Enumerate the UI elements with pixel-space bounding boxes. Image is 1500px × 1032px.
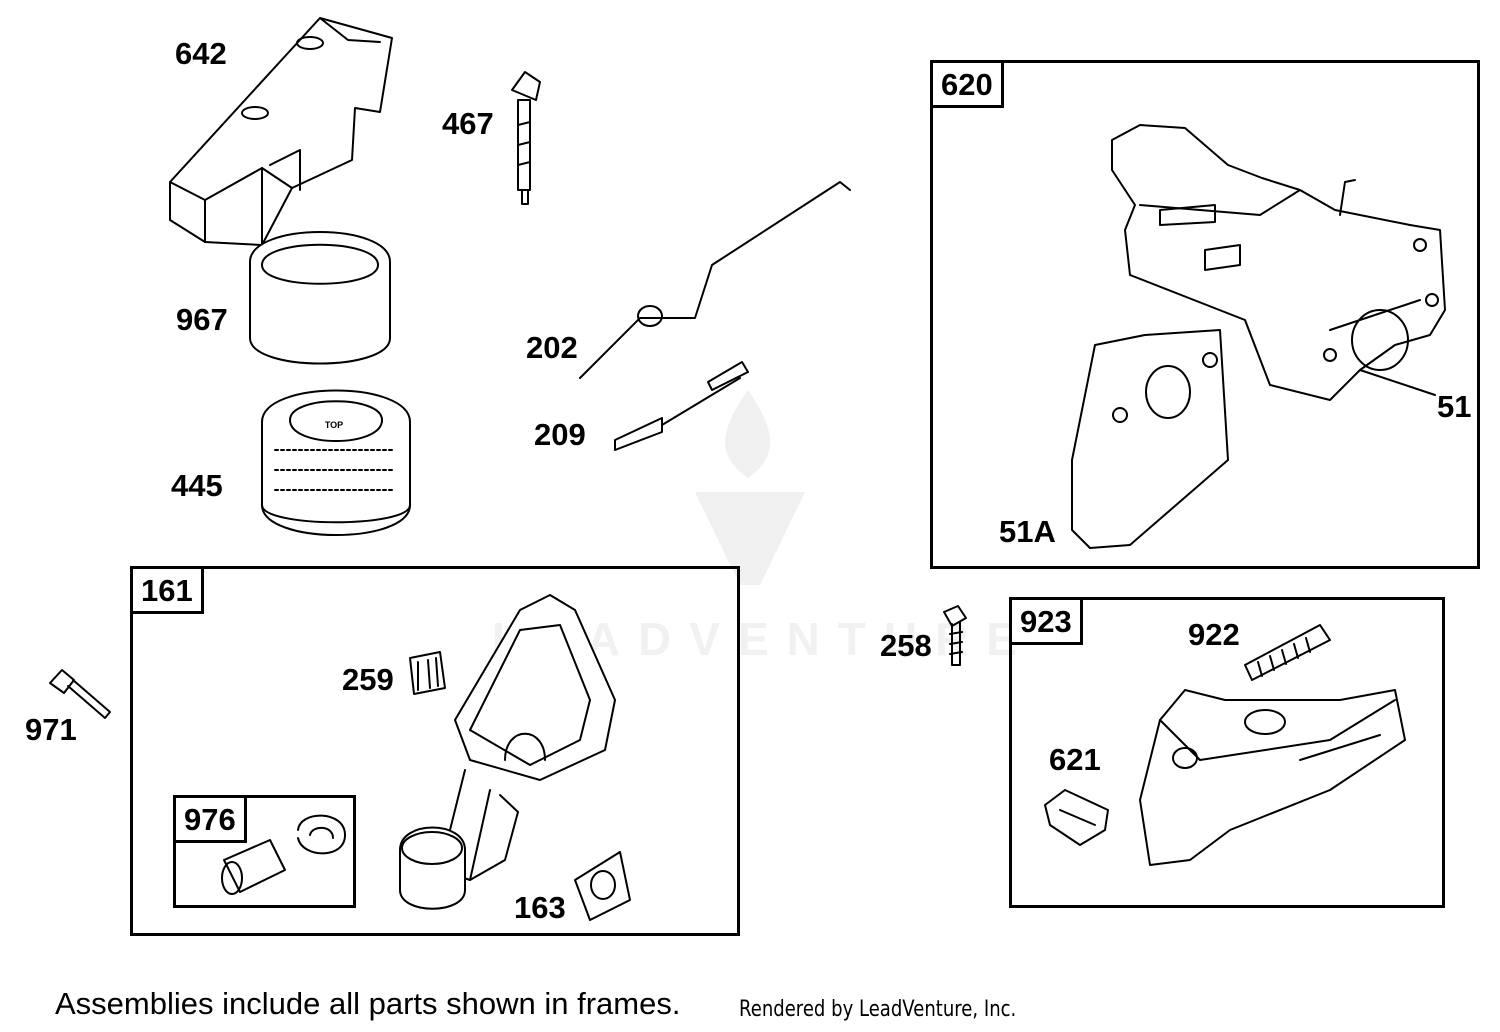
- part-label-209: 209: [534, 417, 586, 452]
- part-label-621: 621: [1049, 742, 1101, 777]
- filter-top-marking: TOP: [325, 420, 343, 430]
- frame-620-tag: 620: [930, 60, 1004, 108]
- governor-link-drawing: [579, 181, 851, 379]
- frame-161-tag: 161: [130, 566, 204, 614]
- clip-621-drawing: [1044, 789, 1109, 846]
- primer-bulb-drawing: [221, 814, 346, 895]
- part-label-258: 258: [880, 628, 932, 663]
- part-label-971: 971: [25, 712, 77, 747]
- governor-spring-drawing: [614, 361, 749, 451]
- part-label-642: 642: [175, 36, 227, 71]
- air-cleaner-cover-drawing: [169, 17, 393, 246]
- gasket-163-drawing: [574, 851, 631, 921]
- part-label-51a: 51A: [999, 514, 1056, 549]
- frame-620: 620: [930, 60, 1480, 569]
- part-label-163: 163: [514, 890, 566, 925]
- part-label-51: 51: [1437, 389, 1472, 424]
- screw-258-drawing: [943, 605, 967, 666]
- part-label-445: 445: [171, 468, 223, 503]
- watermark-logo: [695, 390, 805, 585]
- frame-976: 976: [173, 795, 356, 908]
- governor-bracket-drawing: [1139, 689, 1406, 866]
- spring-922-drawing: [1244, 624, 1331, 681]
- frame-923-tag: 923: [1009, 597, 1083, 645]
- air-filter-drawing: [261, 389, 411, 536]
- frame-161: 161: [130, 566, 740, 936]
- footer-credit: Rendered by LeadVenture, Inc.: [739, 997, 1017, 1022]
- pre-cleaner-drawing: [249, 231, 391, 365]
- part-label-467: 467: [442, 106, 494, 141]
- part-label-967: 967: [176, 302, 228, 337]
- bolt-971-drawing: [49, 669, 111, 719]
- part-label-259: 259: [342, 662, 394, 697]
- frame-923: 923: [1009, 597, 1445, 908]
- control-bracket-drawing: [1111, 124, 1446, 401]
- frame-976-tag: 976: [173, 795, 247, 843]
- dipstick-drawing: [511, 71, 541, 205]
- gasket-51a-drawing: [1071, 329, 1229, 549]
- connector-259-drawing: [409, 651, 446, 695]
- leader-51: [1359, 369, 1436, 396]
- part-label-202: 202: [526, 330, 578, 365]
- footer-note: Assemblies include all parts shown in fr…: [55, 986, 681, 1021]
- intake-assembly-drawing: [399, 594, 616, 910]
- part-label-922: 922: [1188, 617, 1240, 652]
